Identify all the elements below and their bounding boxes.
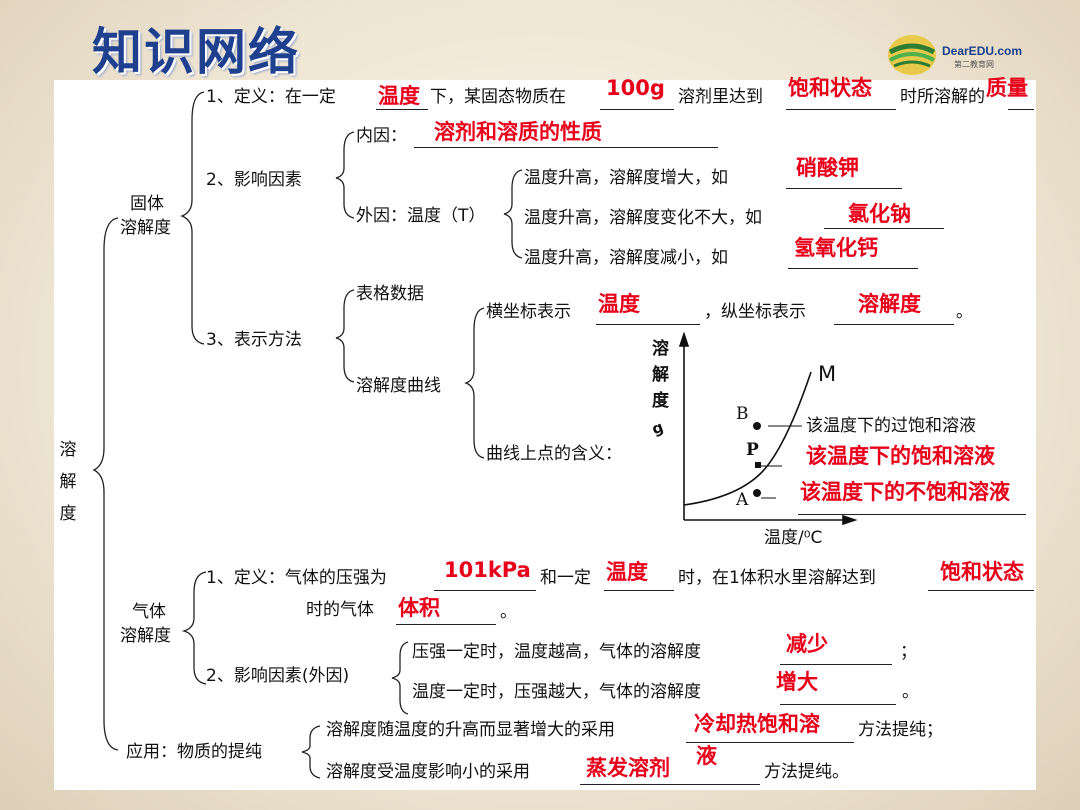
blank-internal-line [414, 147, 718, 148]
blank-volume-line [396, 624, 496, 625]
answer-row-2: 氯化钠 [848, 202, 911, 226]
answer-row-1: 硝酸钾 [796, 156, 859, 180]
app-row2-end: 方法提纯。 [764, 762, 849, 782]
app-row-1: 溶解度随温度的升高而显著增大的采用 [326, 720, 615, 740]
point-b-meaning: 该温度下的过饱和溶液 [806, 416, 976, 436]
blank-100g-line [600, 109, 674, 110]
gas-def-p1: 1、定义：气体的压强为 [206, 568, 387, 588]
point-a-meaning: 该温度下的不饱和溶液 [800, 480, 1010, 504]
app-row-2: 溶解度受温度影响小的采用 [326, 762, 530, 782]
answer-app-row-1a: 冷却热饱和溶 [694, 712, 820, 736]
blank-row3-line [788, 268, 918, 269]
gas-factor-row-1: 压强一定时，温度越高，气体的溶解度 [412, 642, 701, 662]
solid-label-2: 溶解度 [120, 218, 171, 238]
answer-internal: 溶剂和溶质的性质 [434, 120, 602, 144]
gas-def-p4: 时的气体 [306, 600, 374, 620]
gas-factors-label: 2、影响因素(外因) [206, 666, 350, 686]
point-p-label: P [746, 440, 759, 460]
solid-def-p1: 1、定义：在一定 [206, 87, 336, 107]
knowledge-map-panel: 溶解度 固体 溶解度 1、定义：在一定 温度 下，某固态物质在 100g 溶剂里… [54, 76, 1036, 790]
method-table: 表格数据 [356, 284, 424, 304]
methods-label: 3、表示方法 [206, 330, 302, 350]
answer-x-axis: 温度 [598, 292, 640, 316]
axis-sentence-end: 。 [956, 302, 973, 322]
external-row-3: 温度升高，溶解度减小，如 [524, 248, 728, 268]
gas-def-p3: 时，在1体积水里溶解达到 [678, 568, 876, 588]
gas-label-2: 溶解度 [120, 626, 171, 646]
globe-logo-icon [888, 35, 936, 75]
answer-pressure: 101kPa [444, 558, 531, 582]
graph-ylabel: 溶 解 度 g [649, 339, 669, 439]
answer-gas-state: 饱和状态 [940, 560, 1024, 584]
blank-row1-line [786, 188, 902, 189]
blank-y-line [834, 324, 954, 325]
answer-volume: 体积 [398, 596, 440, 620]
blank-gas-state-line [928, 590, 1034, 591]
dearedu-logo: DearEDU.com 第二教育网 [884, 30, 1054, 80]
point-a-label: A [736, 490, 749, 510]
external-row-1: 温度升高，溶解度增大，如 [524, 168, 728, 188]
logo-brand: DearEDU.com [942, 44, 1023, 58]
answer-row-3: 氢氧化钙 [794, 236, 878, 260]
solid-def-p3: 溶剂里达到 [678, 87, 763, 107]
answer-state: 饱和状态 [788, 76, 872, 100]
gas-row2-end: 。 [902, 682, 919, 702]
root-label: 溶解度 [59, 440, 77, 524]
slide-title: 知识网络 [92, 22, 300, 81]
blank-a-line [798, 514, 1026, 515]
app-row1-end: 方法提纯； [858, 720, 943, 740]
solid-label-1: 固体 [130, 194, 164, 214]
gas-def-p2: 和一定 [540, 568, 591, 588]
blank-app-row1-line [686, 742, 854, 743]
internal-label: 内因： [356, 126, 407, 146]
answer-temp: 温度 [378, 84, 420, 108]
blank-pressure-line [434, 590, 536, 591]
blank-mass-line [1008, 109, 1034, 110]
external-row-2: 温度升高，溶解度变化不大，如 [524, 208, 762, 228]
blank-gas-row1-line [780, 664, 892, 665]
blank-temp-line [376, 109, 428, 110]
solid-def-p2: 下，某固态物质在 [430, 87, 566, 107]
answer-y-axis: 溶解度 [858, 292, 921, 316]
answer-100g: 100g [606, 76, 665, 100]
point-p-meaning: 该温度下的饱和溶液 [806, 444, 995, 468]
blank-app-row2-line [580, 784, 760, 785]
axis-sentence-p2: ，纵坐标表示 [704, 302, 806, 322]
answer-gas-row-2: 增大 [776, 670, 818, 694]
solid-def-p4: 时所溶解的 [900, 87, 985, 107]
method-curve: 溶解度曲线 [356, 376, 441, 396]
solid-factors-label: 2、影响因素 [206, 170, 302, 190]
gas-label-1: 气体 [132, 602, 166, 622]
answer-gas-row-1: 减少 [786, 632, 828, 656]
point-p-marker [755, 462, 761, 468]
application-label: 应用：物质的提纯 [126, 742, 262, 762]
answer-mass: 质量 [986, 76, 1028, 100]
point-b-marker [753, 422, 761, 430]
blank-state-line [786, 109, 896, 110]
bracket-lines [92, 91, 858, 779]
external-label: 外因：温度（T） [356, 206, 486, 226]
blank-gas-row2-line [780, 704, 896, 705]
blank-gas-temp-line [604, 590, 674, 591]
answer-app-row-2: 蒸发溶剂 [586, 756, 670, 780]
answer-app-row-1b: 液 [696, 744, 717, 768]
point-a-marker [753, 489, 761, 497]
graph-xlabel: 温度/⁰C [764, 528, 823, 548]
points-label: 曲线上点的含义： [486, 444, 622, 464]
point-b-label: B [736, 404, 749, 424]
blank-x-line [596, 324, 700, 325]
solubility-graph [678, 331, 858, 526]
gas-def-p5: 。 [500, 602, 517, 622]
blank-row2-line [824, 228, 944, 229]
axis-sentence-p1: 横坐标表示 [486, 302, 571, 322]
gas-row1-end: ； [900, 642, 917, 662]
logo-subtitle: 第二教育网 [954, 60, 994, 69]
answer-gas-temp: 温度 [606, 560, 648, 584]
curve-label-m: M [818, 362, 837, 386]
gas-factor-row-2: 温度一定时，压强越大，气体的溶解度 [412, 682, 701, 702]
